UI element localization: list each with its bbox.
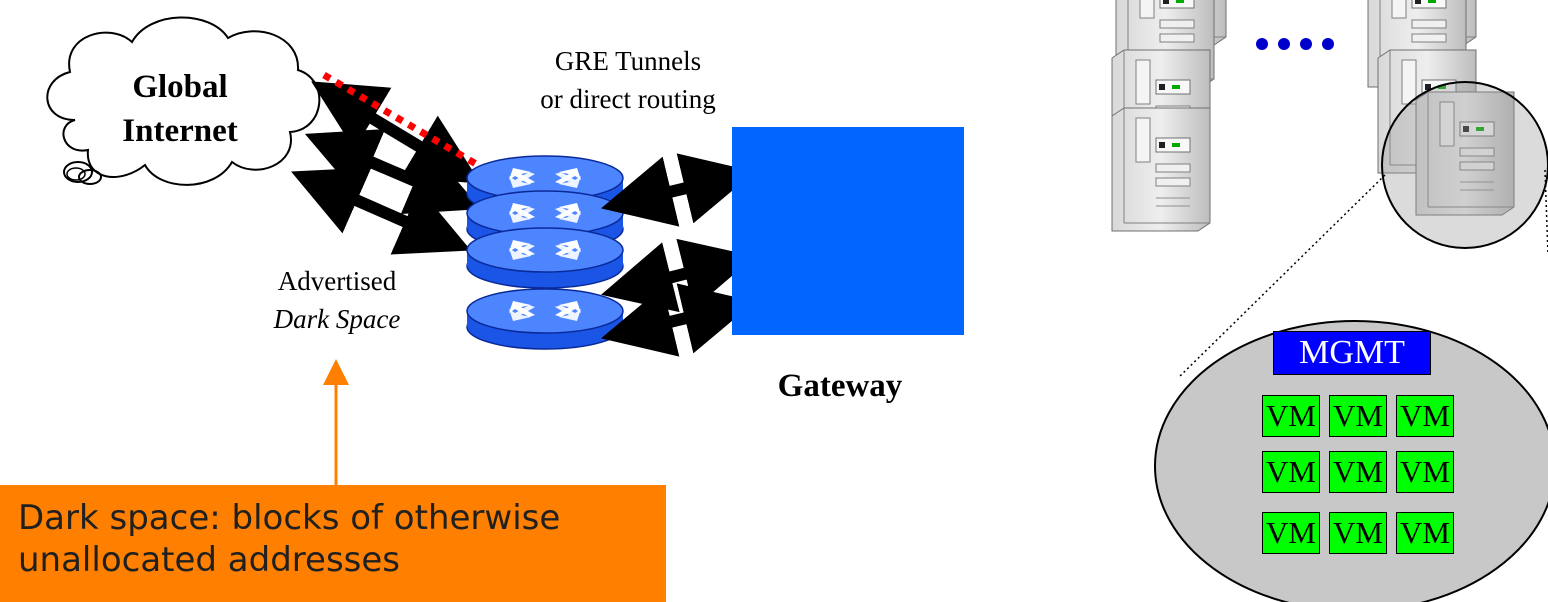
callout-line2: unallocated addresses bbox=[18, 540, 401, 580]
dark-space-label-line1: Advertised bbox=[277, 266, 397, 296]
callout-line1: Dark space: blocks of otherwise bbox=[18, 498, 561, 538]
dark-space-callout: Dark space: blocks of otherwise unalloca… bbox=[0, 485, 666, 602]
callout-arrow bbox=[323, 359, 349, 485]
cloud-label: Global Internet bbox=[100, 65, 260, 153]
vm-box: VM bbox=[1329, 451, 1387, 493]
tunnel-arrows bbox=[291, 81, 482, 255]
dark-space-label-line2: Dark Space bbox=[273, 304, 401, 334]
vm-box: VM bbox=[1396, 395, 1454, 437]
dark-space-label: Advertised Dark Space bbox=[228, 262, 446, 338]
cloud-label-line2: Internet bbox=[122, 113, 238, 149]
tunnel-arrow-3 bbox=[291, 167, 471, 255]
vm-box: VM bbox=[1262, 451, 1320, 493]
router-stack bbox=[466, 155, 624, 350]
gateway-label: Gateway bbox=[777, 368, 903, 404]
gateway-arrows bbox=[600, 153, 756, 357]
tunnels-label: GRE Tunnels or direct routing bbox=[490, 42, 766, 118]
zoom-circle bbox=[1381, 81, 1548, 249]
vm-box: VM bbox=[1329, 395, 1387, 437]
gateway-box bbox=[732, 127, 964, 335]
gateway-arrow-1 bbox=[600, 153, 756, 227]
ellipsis-dots bbox=[1256, 38, 1334, 50]
vm-box: VM bbox=[1262, 395, 1320, 437]
vm-box: VM bbox=[1396, 512, 1454, 554]
tunnels-label-line1: GRE Tunnels bbox=[554, 46, 702, 76]
vm-box: VM bbox=[1262, 512, 1320, 554]
gateway-arrow-2 bbox=[601, 238, 755, 313]
tunnels-label-line2: or direct routing bbox=[540, 84, 716, 114]
cloud-label-line1: Global bbox=[132, 69, 228, 105]
server-left-4 bbox=[1111, 107, 1211, 232]
gateway-arrow-3 bbox=[600, 283, 756, 357]
vm-box: VM bbox=[1329, 512, 1387, 554]
vm-box: VM bbox=[1396, 451, 1454, 493]
mgmt-box: MGMT bbox=[1273, 331, 1431, 375]
